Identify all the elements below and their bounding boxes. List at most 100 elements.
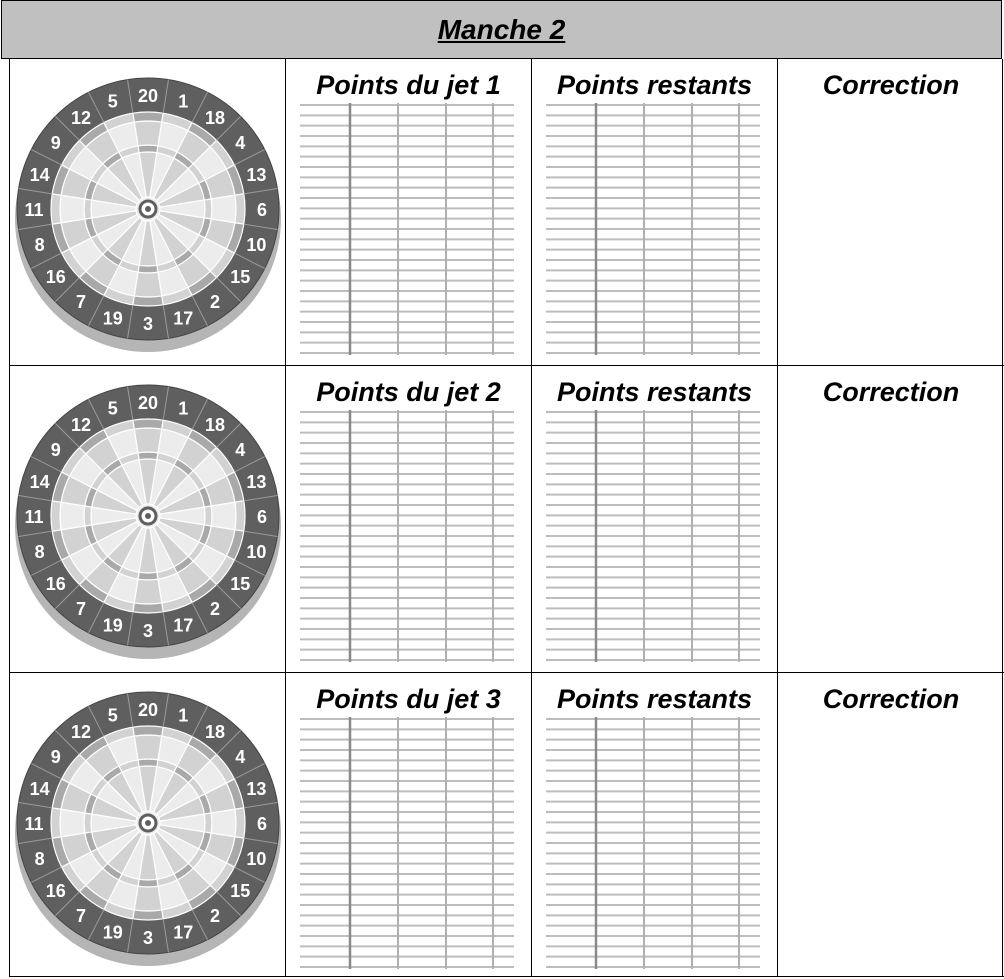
dartboard-number: 16: [46, 267, 66, 287]
dartboard-wire: [234, 252, 265, 269]
dartboard-number: 13: [246, 779, 266, 799]
throw-points-writing-area[interactable]: [300, 103, 514, 355]
dartboard-number: 6: [257, 507, 267, 527]
throw-points-cell: Points du jet 2: [286, 366, 532, 672]
dartboard-wire: [18, 802, 53, 809]
dartboard-segment: [133, 734, 163, 761]
dartboard-wire: [191, 706, 208, 737]
dartboard-segment: [50, 500, 62, 532]
dartboard-segment: [83, 198, 93, 220]
dartboard-number: 4: [235, 440, 245, 460]
dartboard-wire: [191, 602, 208, 633]
dartboard-number: 7: [76, 599, 86, 619]
dartboard-wire: [31, 763, 62, 780]
dartboard-wire: [191, 399, 208, 430]
dartboard-wire: [55, 277, 80, 302]
dartboard-number: 12: [71, 108, 91, 128]
dartboard-wire: [243, 188, 278, 195]
dartboard-number: 1: [178, 706, 188, 726]
throw-points-writing-area[interactable]: [300, 717, 514, 969]
remaining-points-cell: Points restants: [532, 366, 778, 672]
dartboard-number: 16: [46, 574, 66, 594]
dartboard-number: 7: [76, 292, 86, 312]
dartboard-segment: [210, 501, 237, 531]
dartboard-number: 6: [257, 814, 267, 834]
dartboard-wire: [18, 495, 53, 502]
dartboard-number: 9: [51, 440, 61, 460]
dartboard-segment: [132, 295, 164, 307]
correction-cell[interactable]: Correction: [778, 366, 1004, 672]
dartboard-bullseye: [145, 820, 151, 826]
dartboard-segment: [50, 807, 62, 839]
dartboard-wire: [243, 837, 278, 844]
dartboard-segment: [234, 500, 246, 532]
dartboard-wire: [18, 530, 53, 537]
dartboard-segment: [50, 193, 62, 225]
dartboard-segment: [103, 726, 135, 746]
dartboard-segment: [137, 878, 159, 888]
dartboard-wire: [243, 223, 278, 230]
dartboard-wire: [234, 559, 265, 576]
round-title: Manche 2: [437, 13, 566, 45]
dartboard-number: 13: [246, 165, 266, 185]
dartboard-number: 10: [246, 849, 266, 869]
dartboard-number: 11: [24, 814, 43, 834]
dartboard-wire: [162, 304, 169, 339]
dartboard-number: 17: [173, 922, 193, 942]
dartboard-wire: [88, 399, 105, 430]
dartboard-wire: [127, 304, 134, 339]
dartboard-number: 5: [108, 399, 118, 419]
dartboard-number: 20: [138, 393, 158, 413]
dartboard-number: 3: [143, 928, 153, 948]
dartboard-wire: [18, 188, 53, 195]
dartboard-number: 10: [246, 542, 266, 562]
dartboard-segment: [103, 112, 135, 132]
dartboard-wire: [216, 891, 241, 916]
dartboard-number: 5: [108, 92, 118, 112]
throw-points-header: Points du jet 2: [316, 377, 501, 407]
correction-cell[interactable]: Correction: [778, 673, 1004, 976]
dartboard-wire: [88, 295, 105, 326]
dartboard-number: 4: [235, 747, 245, 767]
throw-points-writing-area[interactable]: [300, 410, 514, 662]
dartboard-number: 15: [230, 267, 250, 287]
dartboard-number: 18: [205, 722, 225, 742]
dartboard-wire: [127, 386, 134, 421]
correction-header: Correction: [822, 684, 960, 714]
dartboard-wire: [162, 386, 169, 421]
dartboard-segment: [132, 909, 164, 921]
dartboard-number: 20: [138, 86, 158, 106]
dartboard-bullseye: [145, 206, 151, 212]
dartboard-number: 1: [178, 399, 188, 419]
dartboard-wire: [162, 918, 169, 953]
dartboard-wire: [31, 252, 62, 269]
round-title-bar: Manche 2: [1, 0, 1002, 59]
dartboard-wire: [216, 116, 241, 141]
dartboard-wire: [31, 149, 62, 166]
dartboard-wire: [162, 79, 169, 114]
dartboard-number: 12: [71, 722, 91, 742]
dartboard-wire: [243, 530, 278, 537]
dartboard-segment: [210, 808, 237, 838]
correction-cell[interactable]: Correction: [778, 59, 1004, 365]
dartboard-segment: [132, 418, 164, 430]
dartboard-number: 14: [30, 472, 50, 492]
dartboard-wire: [88, 706, 105, 737]
dartboard-wire: [243, 802, 278, 809]
dartboard-segment: [137, 144, 159, 154]
remaining-points-writing-area[interactable]: [546, 410, 760, 662]
remaining-points-writing-area[interactable]: [546, 717, 760, 969]
dartboard-number: 3: [143, 314, 153, 334]
remaining-points-writing-area[interactable]: [546, 103, 760, 355]
dartboard-segment: [83, 812, 93, 834]
dartboard-segment: [103, 419, 135, 439]
dartboard-number: 19: [103, 615, 123, 635]
dartboard-wire: [88, 909, 105, 940]
dartboard-wire: [55, 584, 80, 609]
dartboard-bullseye: [145, 513, 151, 519]
dartboard-segment: [203, 198, 213, 220]
dartboard-segment: [132, 725, 164, 737]
dartboard-number: 14: [30, 165, 50, 185]
